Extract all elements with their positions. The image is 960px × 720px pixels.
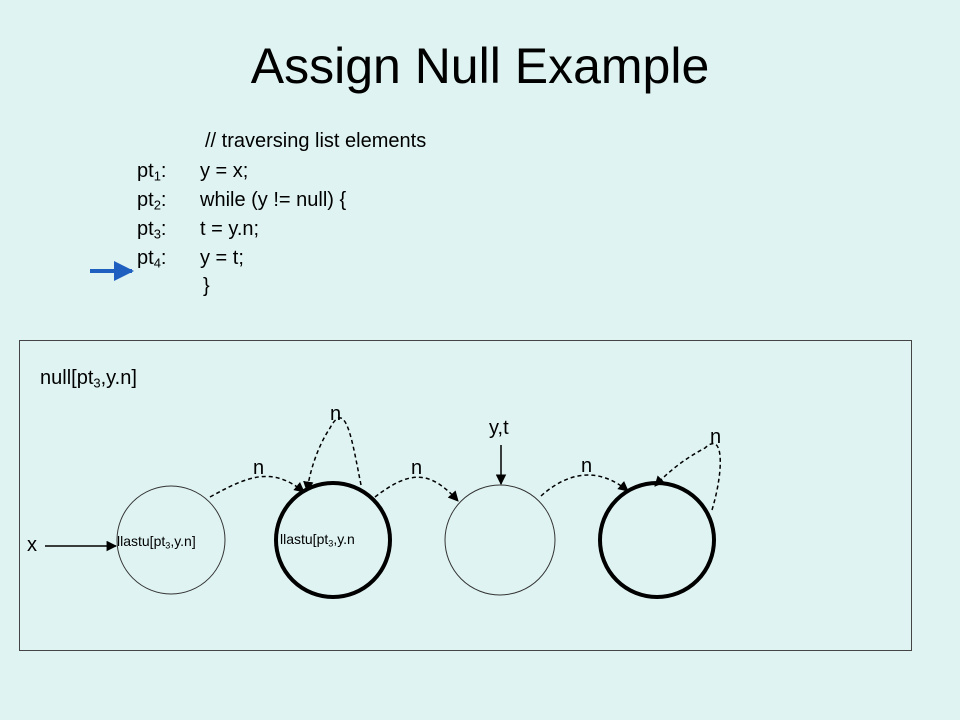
node-1 xyxy=(116,485,226,595)
edge-node2-node3 xyxy=(374,476,459,502)
pointer-yt-label: y,t xyxy=(489,417,509,439)
code-label-pt4: pt4: xyxy=(137,247,167,271)
code-line-2: while (y != null) { xyxy=(200,189,347,211)
node-1-label: llastu[pt3,y.n] xyxy=(117,533,196,551)
code-block: // traversing list elements pt1: y = x; … xyxy=(0,0,960,320)
code-line-4: y = t; xyxy=(200,247,244,269)
code-label-pt1: pt1: xyxy=(137,160,167,184)
code-comment: // traversing list elements xyxy=(205,130,427,152)
edge-label-node4-self: n xyxy=(710,426,722,448)
code-closing-brace: } xyxy=(203,275,210,297)
code-line-1: y = x; xyxy=(200,160,249,182)
edge-node4-self xyxy=(654,442,722,511)
node-3 xyxy=(444,484,556,596)
edge-label-node2-self: n xyxy=(330,403,342,425)
edge-label-node1-node2: n xyxy=(253,457,265,479)
code-label-pt3: pt3: xyxy=(137,218,167,242)
edge-label-node3-node4: n xyxy=(581,455,593,477)
code-line-3: t = y.n; xyxy=(200,218,260,240)
code-label-pt2: pt2: xyxy=(137,189,167,213)
node-2-label: llastu[pt3,y.n xyxy=(280,531,355,549)
node-4-summary xyxy=(598,481,716,599)
edge-node3-node4 xyxy=(540,474,629,497)
pointer-x-label: x xyxy=(27,534,37,556)
edge-label-node2-node3: n xyxy=(411,457,423,479)
slide-title: Assign Null Example xyxy=(250,38,710,94)
edge-node2-self xyxy=(303,417,362,493)
heap-diagram-panel xyxy=(19,340,912,651)
node-2-summary xyxy=(274,481,392,599)
predicate-label: null[pt3,y.n] xyxy=(40,367,137,391)
